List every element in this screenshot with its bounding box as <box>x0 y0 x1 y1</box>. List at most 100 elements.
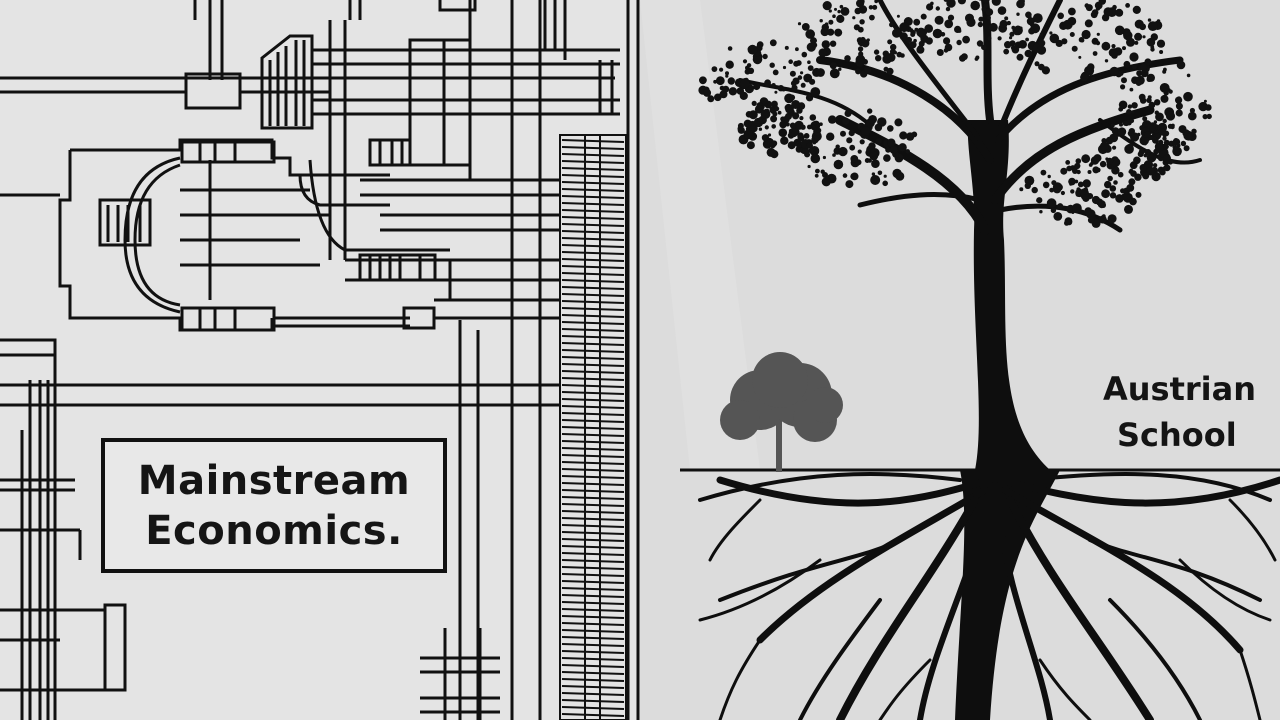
leaf-dot <box>832 14 836 18</box>
coil-rung <box>561 545 625 549</box>
leaf-dot <box>822 1 832 11</box>
coil-rung <box>561 559 625 563</box>
leaf-dot <box>1080 73 1089 82</box>
leaf-dot <box>1016 0 1025 9</box>
leaf-dot <box>780 136 789 145</box>
leaf-dot <box>947 14 955 21</box>
leaf-dot <box>699 76 707 85</box>
leaf-dot <box>728 87 738 96</box>
leaf-dot <box>987 36 992 41</box>
leaf-dot <box>806 142 813 149</box>
leaf-dot <box>1042 181 1050 189</box>
leaf-dot <box>771 83 776 88</box>
leaf-dot <box>809 146 820 156</box>
leaf-dot <box>1163 143 1169 150</box>
leaf-dot <box>1172 138 1181 146</box>
leaf-dot <box>807 164 811 169</box>
leaf-dot <box>889 146 898 155</box>
label-line-2: Economics. <box>145 507 403 554</box>
coil-rung <box>561 524 625 528</box>
leaf-dot <box>819 122 823 126</box>
leaf-dot <box>816 127 822 133</box>
leaf-dot <box>1110 123 1115 128</box>
leaf-dot <box>807 65 814 71</box>
leaf-dot <box>821 40 830 49</box>
coil-rung <box>561 321 625 325</box>
light-beam <box>640 0 760 470</box>
coil-rung <box>561 356 625 360</box>
leaf-dot <box>1160 94 1169 103</box>
leaf-dot <box>1132 5 1141 15</box>
leaf-dot <box>806 76 811 81</box>
coil-rung <box>561 461 625 465</box>
leaf-dot <box>1156 19 1161 23</box>
coil-rung <box>561 209 625 213</box>
leaf-dot <box>940 32 946 37</box>
leaf-dot <box>981 44 987 51</box>
leaf-dot <box>1155 112 1164 122</box>
leaf-dot <box>837 9 841 14</box>
leaf-dot <box>1085 4 1093 12</box>
leaf-dot <box>1028 27 1035 35</box>
leaf-dot <box>1163 67 1167 72</box>
leaf-dot <box>829 62 837 70</box>
leaf-dot <box>800 71 804 75</box>
leaf-dot <box>1046 198 1057 208</box>
leaf-dot <box>1168 89 1173 94</box>
leaf-dot <box>943 48 949 53</box>
leaf-dot <box>1130 132 1140 142</box>
coil-rung <box>561 195 625 199</box>
leaf-dot <box>1057 203 1064 210</box>
leaf-dot <box>819 19 823 23</box>
leaf-dot <box>1165 111 1176 121</box>
leaf-dot <box>1047 174 1051 179</box>
leaf-dot <box>1099 160 1107 168</box>
coil-rung <box>561 167 625 171</box>
leaf-dot <box>796 123 801 129</box>
leaf-dot <box>944 19 954 29</box>
coil-rung <box>561 657 625 661</box>
leaf-dot <box>1031 186 1038 194</box>
leaf-dot <box>792 77 800 85</box>
coil-rung <box>561 349 625 353</box>
coil-rung <box>561 370 625 374</box>
leaf-dot <box>1039 210 1043 214</box>
leaf-dot <box>874 0 879 4</box>
leaf-dot <box>797 134 805 142</box>
leaf-dot <box>1091 76 1096 81</box>
leaf-dot <box>1134 173 1142 181</box>
leaf-dot <box>780 116 786 122</box>
leaf-dot <box>1144 58 1152 66</box>
leaf-dot <box>1010 45 1017 51</box>
leaf-dot <box>821 177 831 187</box>
leaf-dot <box>1077 181 1084 188</box>
leaf-dot <box>838 67 842 71</box>
leaf-dot <box>850 155 859 163</box>
leaf-dot <box>932 28 943 39</box>
leaf-dot <box>849 144 856 151</box>
leaf-dot <box>1131 63 1138 70</box>
leaf-dot <box>1128 178 1136 186</box>
leaf-dot <box>1072 203 1082 214</box>
leaf-dot <box>778 128 788 137</box>
label-line-1: Mainstream <box>137 457 411 504</box>
leaf-dot <box>866 38 870 42</box>
leaf-dot <box>1150 33 1159 41</box>
leaf-dot <box>1108 48 1118 57</box>
leaf-dot <box>762 53 768 60</box>
leaf-dot <box>810 87 821 97</box>
leaf-dot <box>997 6 1007 15</box>
leaf-dot <box>1186 73 1191 78</box>
leaf-dot <box>1176 60 1186 70</box>
leaf-dot <box>1142 172 1150 180</box>
coil-rung <box>561 587 625 591</box>
leaf-dot <box>1109 192 1117 199</box>
leaf-dot <box>938 20 943 24</box>
coil-rung <box>561 230 625 234</box>
leaf-dot <box>1082 179 1091 188</box>
leaf-dot <box>918 30 927 39</box>
leaf-dot <box>1101 189 1110 199</box>
leaf-dot <box>1025 11 1032 19</box>
leaf-dot <box>1191 128 1197 134</box>
